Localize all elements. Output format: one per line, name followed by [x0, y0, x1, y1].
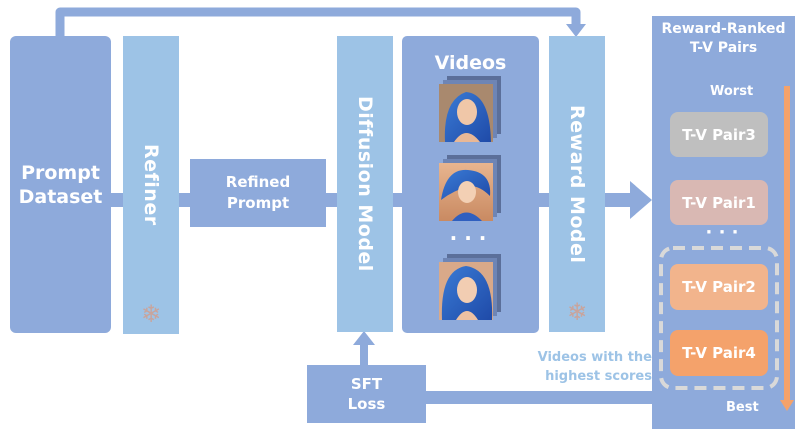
video-thumbnail-icon-1	[439, 76, 501, 142]
prompt-dataset-line2: Dataset	[18, 185, 103, 208]
diffusion-model-label: Diffusion Model	[354, 96, 376, 272]
refiner-block: Refiner ❄	[123, 36, 179, 334]
dataset-to-reward-arrow	[55, 7, 581, 36]
sft-to-diffusion-arrowhead	[353, 331, 375, 345]
tv-pair2: T-V Pair2	[670, 264, 768, 310]
ranked-title-line2: T-V Pairs	[689, 40, 758, 56]
sft-loss-block: SFT Loss	[307, 365, 426, 423]
tv-pair3: T-V Pair3	[670, 112, 768, 157]
prompt-dataset-line1: Prompt	[21, 161, 100, 184]
highest-note-line2: highest scores	[545, 369, 652, 384]
highest-note-line1: Videos with the	[537, 350, 652, 365]
highest-score-group	[659, 246, 779, 390]
reward-model-block: Reward Model ❄	[549, 36, 605, 332]
ranked-pairs-title: Reward-Ranked T-V Pairs	[652, 20, 795, 58]
reward-frozen-snowflake-icon: ❄	[566, 298, 588, 326]
refiner-label: Refiner	[140, 144, 162, 226]
refined-prompt-block: Refined Prompt	[190, 159, 326, 227]
tv-pair1: T-V Pair1	[670, 180, 768, 225]
sft-to-diffusion-line	[360, 343, 368, 365]
tv-pair4: T-V Pair4	[670, 330, 768, 376]
flow-arrowhead	[630, 181, 652, 219]
refined-prompt-line2: Prompt	[226, 194, 290, 212]
diffusion-model-block: Diffusion Model	[337, 36, 393, 332]
dataset-to-reward-arrowhead	[566, 24, 586, 37]
refined-prompt-line1: Refined	[225, 173, 291, 191]
reward-model-label: Reward Model	[566, 104, 588, 264]
sft-loss-line1: SFT	[350, 375, 383, 393]
refiner-frozen-snowflake-icon: ❄	[140, 300, 162, 328]
pairs-to-sft-line	[426, 391, 656, 404]
ranked-ellipsis: · · ·	[705, 222, 739, 243]
video-thumbnail-icon-2	[439, 155, 501, 221]
ranked-title-line1: Reward-Ranked	[661, 21, 786, 37]
videos-ellipsis: · · ·	[449, 226, 487, 250]
highest-scores-note: Videos with the highest scores	[512, 348, 652, 386]
prompt-dataset-block: Prompt Dataset	[10, 36, 111, 333]
worst-label: Worst	[710, 84, 754, 99]
videos-title: Videos	[434, 52, 507, 74]
sft-loss-line2: Loss	[347, 395, 386, 413]
video-thumbnail-icon-3	[439, 254, 501, 320]
best-label: Best	[726, 400, 759, 415]
